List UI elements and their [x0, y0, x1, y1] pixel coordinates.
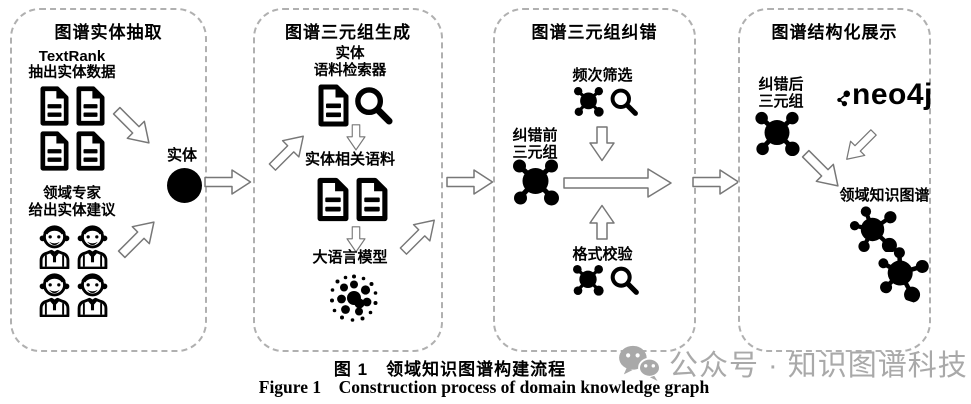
after-correction-line1: 纠错后 [758, 76, 804, 93]
neo4j-logo: neo4j [836, 80, 933, 110]
watermark-text: 公众号 · 知识图谱科技 [669, 350, 968, 382]
panel-structured-display: 图谱结构化展示 纠错后 三元组 neo4j 领域知识图谱 [738, 8, 931, 352]
neo4j-label: neo4j [852, 78, 933, 111]
llm-dots-icon [329, 273, 379, 323]
neo4j-mark-icon [836, 90, 851, 107]
panel-entity-extraction: 图谱实体抽取 TextRank 抽出实体数据 实体 领域专家 给出实体建议 [10, 8, 207, 352]
format-check-label: 格式校验 [572, 246, 633, 263]
panel-title: 图谱三元组生成 [285, 23, 411, 42]
document-icon [75, 85, 106, 127]
retriever-label: 实体 语料检索器 [255, 46, 445, 80]
textrank-label-line1: TextRank [38, 48, 106, 65]
panel-triple-generation: 图谱三元组生成 实体 语料检索器 实体相关语料 大语言模型 [253, 8, 443, 352]
before-correction-line2: 三元组 [512, 143, 558, 161]
entity-documents-group [39, 85, 106, 172]
figure-caption-en: Figure 1 Construction process of domain … [258, 377, 710, 397]
arrow-right-long-icon [563, 167, 673, 199]
watermark: 公众号 · 知识图谱科技 [618, 342, 968, 384]
document-icon [39, 85, 70, 127]
after-correction-line2: 三元组 [758, 92, 804, 110]
corpus-documents-group [316, 176, 389, 223]
frequency-filter-icons [572, 86, 639, 117]
search-icon [609, 265, 640, 296]
textrank-label: TextRank 抽出实体数据 [16, 48, 128, 82]
domain-kg-label: 领域知识图谱 [839, 187, 930, 204]
document-icon [317, 83, 350, 128]
expert-person-icon [76, 271, 109, 317]
connector-arrow-icon [204, 168, 252, 196]
panel-title: 图谱结构化展示 [771, 23, 898, 42]
search-icon [353, 85, 394, 126]
document-icon [316, 176, 350, 223]
arrow-downleft-icon [837, 123, 882, 168]
panel-title: 图谱三元组纠错 [531, 23, 658, 42]
after-correction-label: 纠错后 三元组 [740, 76, 822, 110]
connector-arrow-icon [446, 168, 494, 196]
expert-person-icon [76, 223, 109, 269]
before-correction-line1: 纠错前 [512, 127, 558, 144]
expert-person-icon [38, 271, 71, 317]
triple-graph-icon [572, 86, 605, 117]
expert-label: 领域专家 给出实体建议 [12, 186, 132, 220]
wechat-icon [618, 344, 662, 382]
document-icon [355, 176, 389, 223]
document-icon [39, 130, 70, 172]
frequency-filter-label: 频次筛选 [572, 67, 633, 84]
arrow-up-icon [589, 200, 615, 244]
entity-label: 实体 [166, 147, 197, 164]
entity-dot-icon [167, 168, 202, 203]
search-icon [609, 87, 639, 117]
format-check-icons [571, 264, 640, 296]
triple-graph-icon [571, 264, 605, 296]
before-correction-label: 纠错前 三元组 [499, 127, 571, 161]
arrow-downright-icon [106, 100, 160, 154]
corpus-label: 实体相关语料 [304, 151, 395, 168]
connector-arrow-icon [692, 168, 740, 196]
retriever-label-line1: 实体 [335, 46, 365, 62]
document-icon [75, 130, 106, 172]
triple-graph-icon [510, 158, 561, 206]
llm-label: 大语言模型 [312, 249, 388, 266]
expert-person-icon [38, 223, 71, 269]
retriever-label-line2: 语料检索器 [313, 63, 387, 79]
panel-title: 图谱实体抽取 [54, 23, 163, 42]
panel-triple-correction: 图谱三元组纠错 频次筛选 纠错前 三元组 格式校验 [493, 8, 696, 352]
arrow-upright-icon [262, 126, 314, 178]
retriever-icons [317, 83, 394, 128]
arrow-down-icon [589, 124, 615, 164]
triple-graph-icon [753, 110, 801, 157]
textrank-label-line2: 抽出实体数据 [28, 65, 116, 81]
expert-label-line1: 领域专家 [43, 186, 101, 202]
experts-group [38, 223, 109, 317]
arrow-down-icon [343, 124, 369, 151]
figure-caption-zh: 图 1 领域知识图谱构建流程 [333, 360, 567, 379]
expert-label-line2: 给出实体建议 [28, 203, 116, 219]
